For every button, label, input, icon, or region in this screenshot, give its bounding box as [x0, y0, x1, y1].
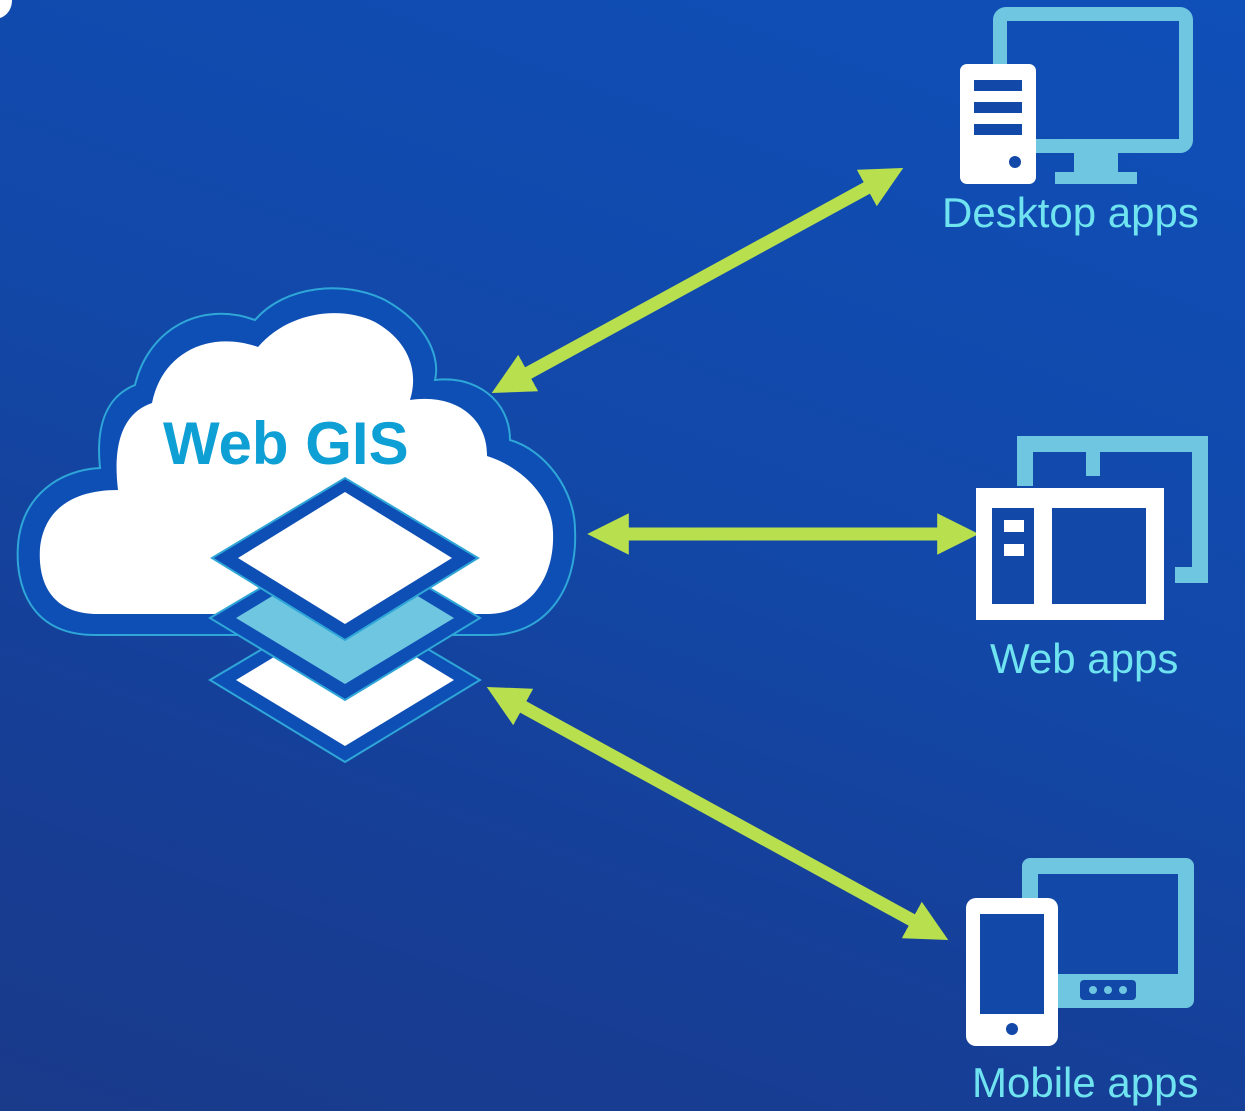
hub-title: Web GIS — [163, 410, 409, 477]
corner-mark — [0, 0, 12, 18]
browser-window-icon — [976, 436, 1208, 620]
mobile-apps-label: Mobile apps — [972, 1059, 1199, 1106]
mobile-tablet-icon — [966, 858, 1194, 1046]
arrow-desktop — [491, 168, 904, 393]
desktop-computer-icon — [960, 7, 1193, 184]
desktop-apps-label: Desktop apps — [942, 189, 1199, 236]
layers-icon — [208, 476, 482, 764]
web-apps-label: Web apps — [990, 635, 1179, 682]
arrow-mobile — [486, 687, 949, 940]
